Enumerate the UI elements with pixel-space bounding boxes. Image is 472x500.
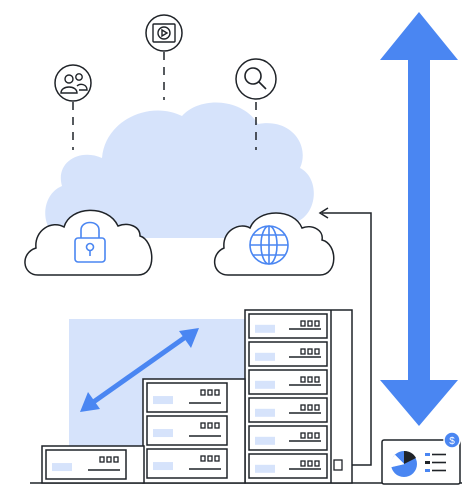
connector-line	[318, 207, 372, 466]
pie-chart-card: $	[381, 431, 461, 485]
dollar-badge	[443, 431, 461, 449]
search-icon-badge	[235, 58, 277, 150]
rack-right-port	[333, 459, 343, 471]
rack-left-unit-light	[99, 456, 105, 463]
rack-right-unit-slot	[255, 324, 275, 333]
rack-left-unit-slot	[52, 463, 72, 472]
users-icon-badge	[54, 64, 92, 150]
rack-right-unit-light	[314, 432, 320, 439]
rack-middle-unit-light	[214, 389, 220, 396]
rack-left-unit	[45, 449, 127, 480]
rack-right-unit-light	[300, 404, 306, 411]
rack-middle-unit-slot	[153, 396, 173, 405]
video-play-icon-badge	[145, 14, 183, 100]
dollar-symbol: $	[449, 436, 455, 447]
rack-middle-unit-light	[207, 455, 213, 462]
rack-right-unit-light	[307, 348, 313, 355]
rack-right-unit-light	[307, 320, 313, 327]
big-cloud	[45, 102, 314, 239]
rack-right-unit-light	[300, 376, 306, 383]
rack-middle-unit-light	[214, 455, 220, 462]
rack-right-unit-slot	[255, 436, 275, 445]
rack-right-unit-light	[300, 432, 306, 439]
rack-middle-unit-light	[214, 422, 220, 429]
rack-right-unit-light	[300, 320, 306, 327]
video-play-icon	[152, 23, 176, 43]
rack-middle-unit-light	[207, 422, 213, 429]
rack-middle-unit-slot	[153, 429, 173, 438]
padlock-icon	[74, 221, 106, 263]
search-icon	[244, 67, 267, 90]
rack-right-unit-light	[314, 376, 320, 383]
rack-right-unit-light	[314, 320, 320, 327]
cloud-right	[214, 212, 335, 276]
rack-right-unit-light	[314, 348, 320, 355]
rack-right-unit-light	[300, 348, 306, 355]
rack-middle-unit-light	[200, 455, 206, 462]
pie-chart-card-icon	[390, 450, 446, 477]
rack-right-unit-slot	[255, 380, 275, 389]
rack-right-unit-light	[300, 460, 306, 467]
rack-middle-unit-slot	[153, 462, 173, 471]
users-icon	[60, 73, 88, 94]
server-racks	[41, 309, 353, 484]
rack-right-unit-light	[314, 404, 320, 411]
rack-middle-unit-light	[200, 422, 206, 429]
rack-right-unit-light	[307, 376, 313, 383]
globe-icon	[249, 225, 289, 265]
rack-left-unit-light	[106, 456, 112, 463]
rack-right-unit-light	[307, 432, 313, 439]
rack-right-unit-light	[314, 460, 320, 467]
diagonal-double-arrow-icon	[80, 328, 199, 412]
rack-right-unit-slot	[255, 464, 275, 473]
rack-right-unit-light	[307, 460, 313, 467]
rack-right-unit-slot	[255, 408, 275, 417]
vertical-double-arrow-icon	[380, 12, 458, 426]
rack-left-unit-light	[113, 456, 119, 463]
rack-right-unit-slot	[255, 352, 275, 361]
rack-right-unit-light	[307, 404, 313, 411]
rack-middle-unit-light	[200, 389, 206, 396]
cloud-left	[24, 209, 153, 276]
rack-middle-unit	[146, 448, 228, 479]
rack-middle-unit-light	[207, 389, 213, 396]
